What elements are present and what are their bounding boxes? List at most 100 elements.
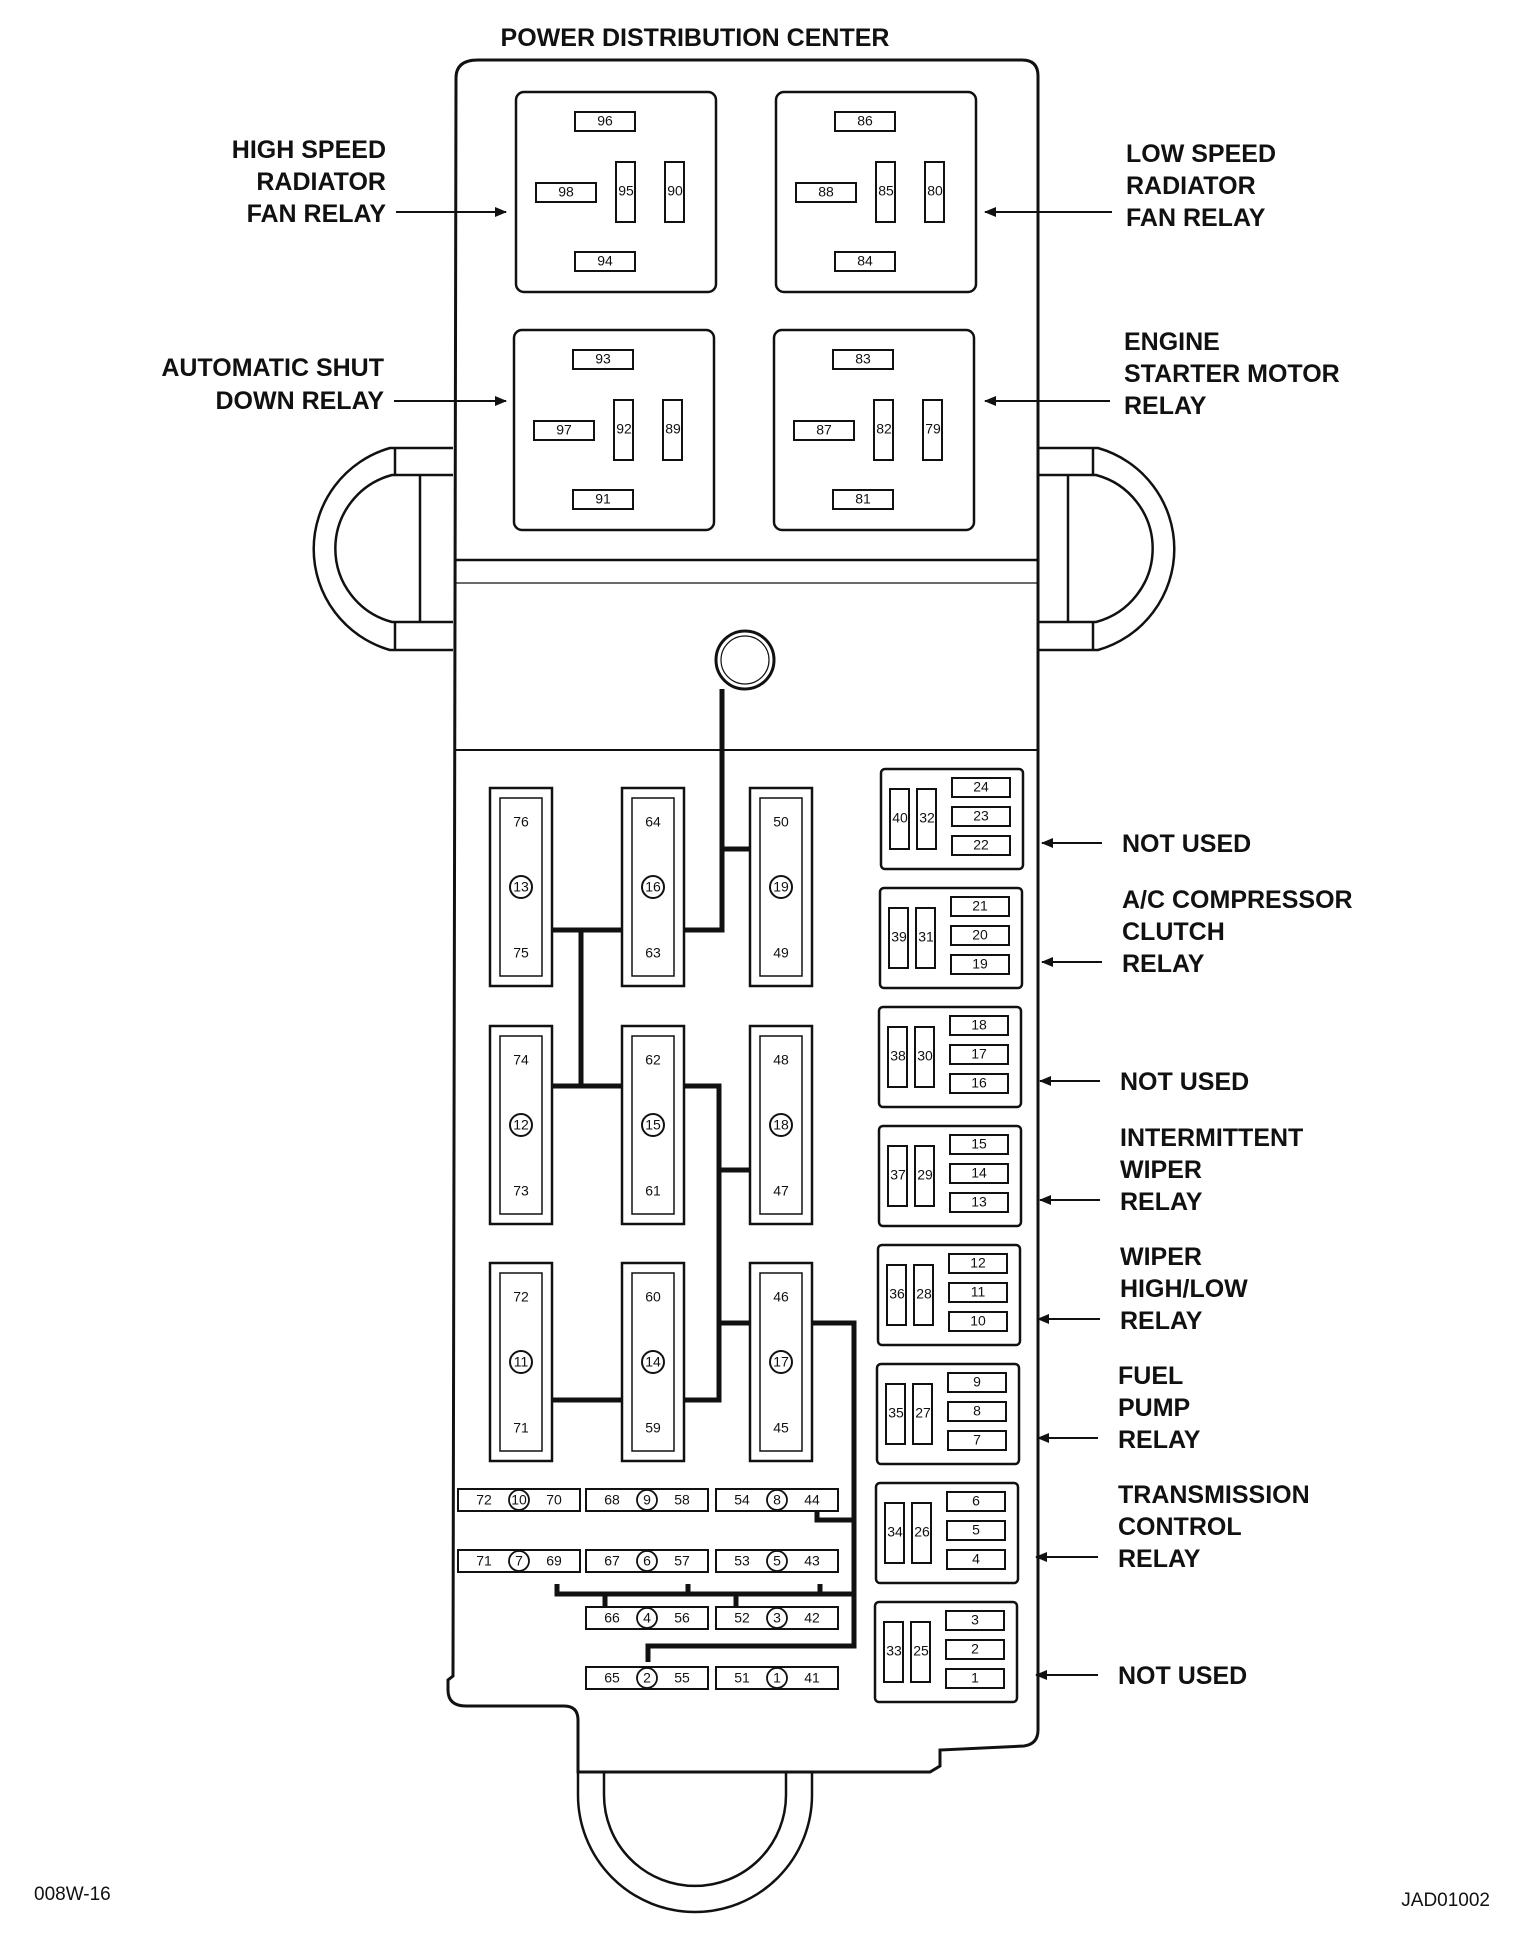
- label-starter-motor-relay: ENGINE STARTER MOTOR RELAY: [984, 328, 1340, 420]
- pin-label: 24: [973, 779, 989, 795]
- svg-text:TRANSMISSION: TRANSMISSION: [1118, 1481, 1310, 1509]
- pin-label: 96: [597, 113, 613, 129]
- mini-fuse-terminal: 72: [476, 1492, 492, 1508]
- fuse-number-circle: [641, 1350, 665, 1374]
- mini-fuse-number: 4: [643, 1610, 651, 1626]
- svg-text:NOT USED: NOT USED: [1122, 830, 1251, 858]
- svg-text:NOT USED: NOT USED: [1118, 1662, 1247, 1690]
- pin-terminal: [949, 1163, 1009, 1184]
- pin-label: 28: [916, 1286, 932, 1302]
- pin-label: 17: [971, 1046, 987, 1062]
- pin-label: 83: [855, 351, 871, 367]
- fuse-terminal-label: 74: [513, 1052, 529, 1068]
- pin-label: 90: [667, 183, 683, 199]
- pin-terminal: [949, 1044, 1009, 1065]
- pin-label: 30: [917, 1048, 933, 1064]
- pin-label: 32: [919, 810, 935, 826]
- pin-terminal: [832, 489, 894, 510]
- pin-label: 39: [891, 929, 907, 945]
- pin-label: 98: [558, 184, 574, 200]
- pin-label: 82: [876, 421, 892, 437]
- fuse-number-circle: [769, 1113, 793, 1137]
- pin-label: 91: [595, 491, 611, 507]
- pin-label: 89: [665, 421, 681, 437]
- fuse-number-circle: [769, 875, 793, 899]
- fuse-terminal-label: 48: [773, 1052, 789, 1068]
- pin-label: 38: [890, 1048, 906, 1064]
- fuse-number: 19: [773, 879, 789, 895]
- iso-relay-socket[interactable]: 96 98 95 90 94: [514, 90, 718, 294]
- svg-text:AUTOMATIC SHUT: AUTOMATIC SHUT: [161, 354, 384, 382]
- svg-text:CONTROL: CONTROL: [1118, 1513, 1242, 1541]
- svg-text:CLUTCH: CLUTCH: [1122, 918, 1225, 946]
- right-mount-tab: [1033, 446, 1176, 652]
- pin-terminal: [915, 907, 936, 969]
- fuse-terminal-label: 45: [773, 1420, 789, 1436]
- mini-fuse-terminal: 52: [734, 1610, 750, 1626]
- pin-label: 15: [971, 1136, 987, 1152]
- pin-terminal: [885, 1383, 906, 1445]
- pin-terminal: [613, 399, 634, 461]
- mini-fuse-terminal: 71: [476, 1553, 492, 1569]
- pin-label: 94: [597, 253, 613, 269]
- mini-fuse-terminal: 70: [546, 1492, 562, 1508]
- fuse-number-circle: [636, 1607, 658, 1629]
- fuse-number: 17: [773, 1354, 789, 1370]
- label-relay-not-used-2: NOT USED: [1039, 1068, 1249, 1096]
- pin-terminal: [950, 896, 1010, 917]
- pin-label: 12: [970, 1255, 986, 1271]
- pin-label: 79: [925, 421, 941, 437]
- pin-label: 16: [971, 1075, 987, 1091]
- pin-label: 1: [971, 1670, 979, 1686]
- fuse-number-circle: [641, 1113, 665, 1137]
- pin-label: 40: [892, 810, 908, 826]
- pin-label: 84: [857, 253, 873, 269]
- fuse-terminal-label: 64: [645, 814, 661, 830]
- pin-label: 95: [618, 183, 634, 199]
- pin-terminal: [795, 182, 857, 203]
- svg-text:RELAY: RELAY: [1120, 1307, 1203, 1335]
- mini-fuse-number: 8: [773, 1492, 781, 1508]
- fuse-terminal-label: 61: [645, 1183, 661, 1199]
- pin-terminal: [535, 182, 597, 203]
- pin-label: 36: [889, 1286, 905, 1302]
- fuse-terminal-label: 63: [645, 945, 661, 961]
- svg-text:HIGH/LOW: HIGH/LOW: [1120, 1275, 1248, 1303]
- drawing-number: JAD01002: [1401, 1890, 1490, 1911]
- mini-fuse-terminal: 68: [604, 1492, 620, 1508]
- pin-terminal: [947, 1372, 1007, 1393]
- mini-fuse-number: 5: [773, 1553, 781, 1569]
- pin-terminal: [834, 111, 896, 132]
- pin-terminal: [875, 161, 896, 223]
